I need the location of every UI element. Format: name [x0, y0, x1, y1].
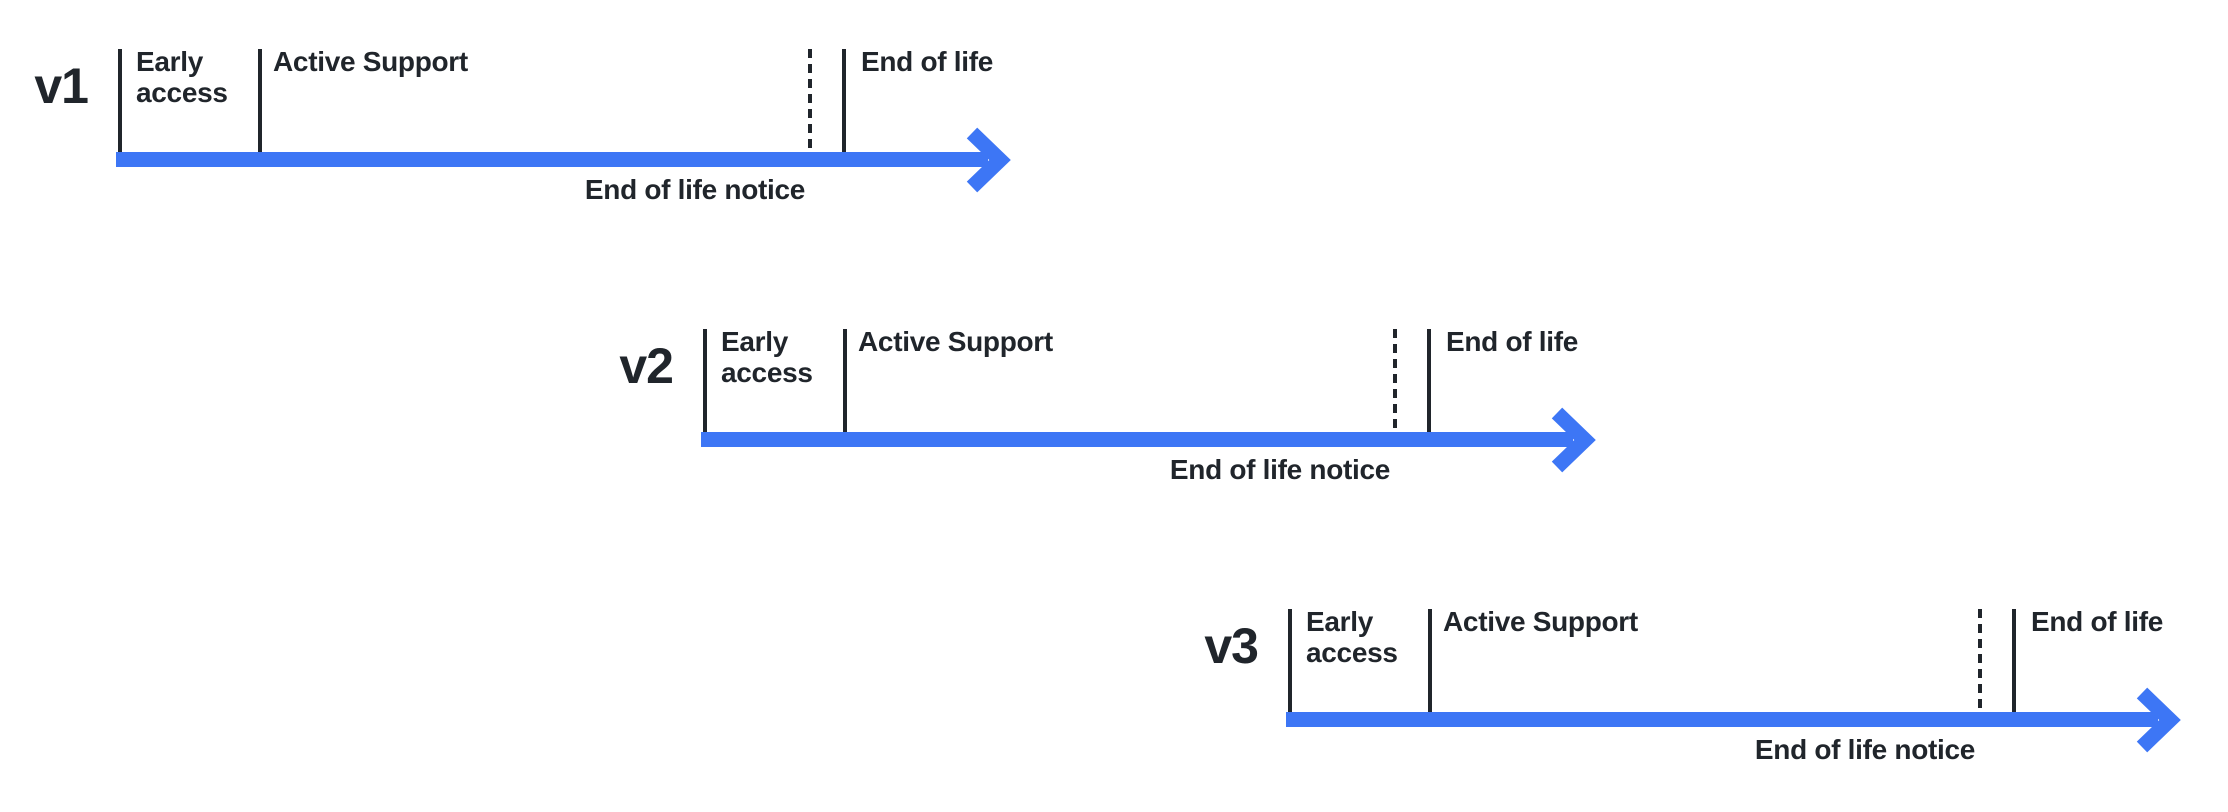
early-access-start-tick [1288, 609, 1292, 712]
end-of-life-label: End of life [861, 46, 994, 77]
end-of-life-label: End of life [1446, 326, 1579, 357]
timeline-arrow [116, 127, 1011, 193]
eol-notice-label: End of life notice [1754, 734, 1976, 765]
timeline-row-v1: v1 Early access Active Support End of li… [34, 46, 1043, 224]
early-access-label: Early access [136, 46, 228, 108]
active-support-label: Active Support [1443, 606, 1638, 637]
active-support-label: Active Support [273, 46, 468, 77]
active-support-label: Active Support [858, 326, 1053, 357]
eol-notice-dashed-tick [1978, 609, 1982, 712]
active-support-start-tick [843, 329, 847, 432]
timeline-row-v3: v3 Early access Active Support End of li… [1204, 606, 2213, 784]
early-access-start-tick [703, 329, 707, 432]
end-of-life-label: End of life [2031, 606, 2164, 637]
eol-notice-label: End of life notice [1169, 454, 1391, 485]
version-label-v3: v3 [1204, 618, 1259, 674]
active-support-start-tick [258, 49, 262, 152]
version-label-v2: v2 [619, 338, 674, 394]
eol-notice-dashed-tick [808, 49, 812, 152]
timeline-arrow [701, 407, 1596, 473]
timeline-arrow [1286, 687, 2181, 753]
early-access-label: Early access [721, 326, 813, 388]
early-access-label: Early access [1306, 606, 1398, 668]
eol-notice-label: End of life notice [584, 174, 806, 205]
timeline-row-v2: v2 Early access Active Support End of li… [619, 326, 1628, 504]
early-access-start-tick [118, 49, 122, 152]
end-of-life-tick [1427, 329, 1431, 432]
active-support-start-tick [1428, 609, 1432, 712]
end-of-life-tick [842, 49, 846, 152]
end-of-life-tick [2012, 609, 2016, 712]
eol-notice-dashed-tick [1393, 329, 1397, 432]
version-label-v1: v1 [34, 58, 89, 114]
